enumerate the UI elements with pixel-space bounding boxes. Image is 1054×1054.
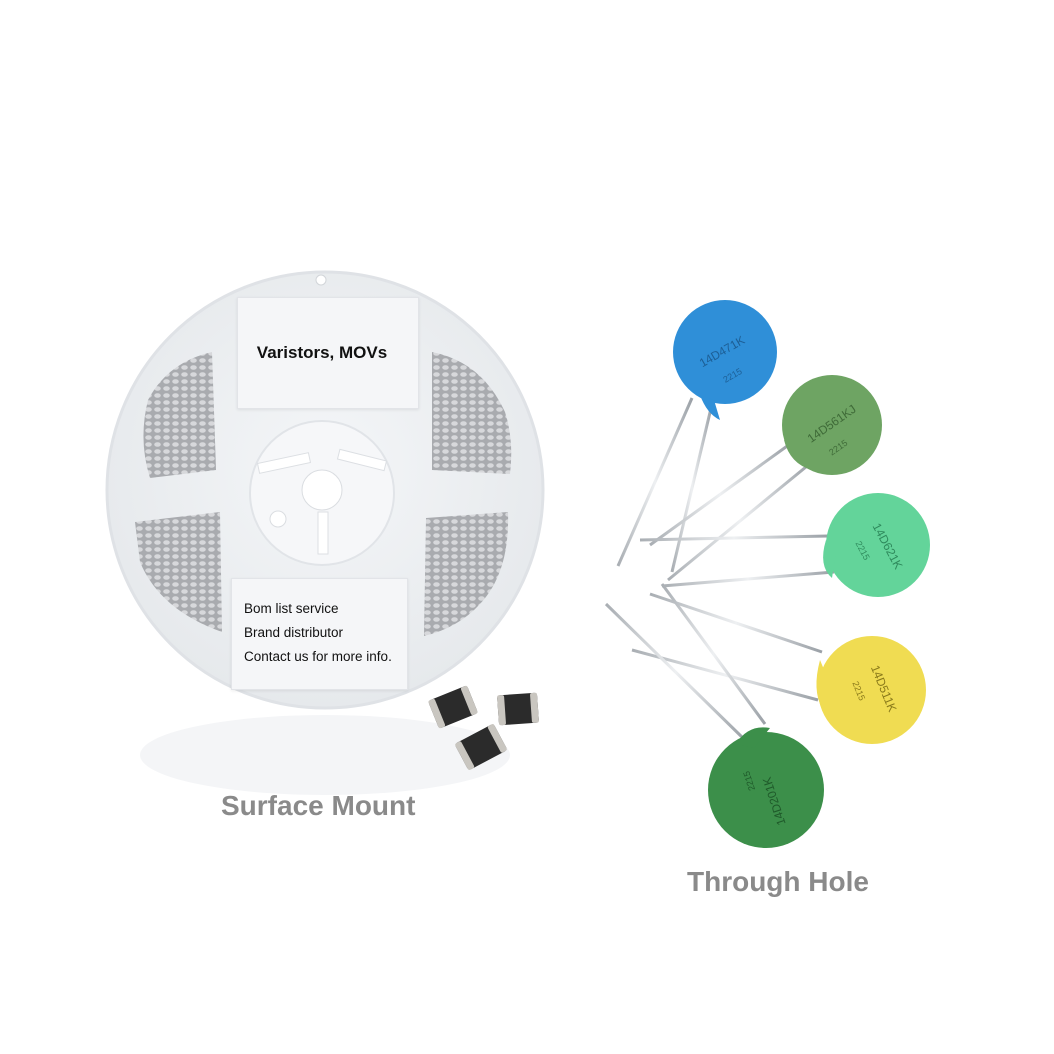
tape-reel: [105, 270, 545, 710]
reel-window-bottom-right: [424, 512, 509, 636]
through-hole-caption: Through Hole: [687, 866, 869, 897]
reel-title: Varistors, MOVs: [256, 343, 388, 362]
smd-chip: [428, 685, 478, 729]
reel-window-bottom-left: [135, 512, 222, 632]
varistor-dark-green: 14D201K 2215: [604, 583, 824, 848]
reel-info-line: Bom list service: [244, 601, 339, 616]
reel-window-top-right: [432, 352, 512, 474]
reel-info-line: Contact us for more info.: [244, 649, 392, 664]
varistor-yellow: 14D511K 2215: [631, 592, 926, 744]
varistor-green-olive: 14D561KJ 2215: [649, 375, 882, 582]
reel-spindle-hole: [301, 469, 343, 511]
varistor-mint: 14D621K 2215: [639, 493, 930, 597]
reel-label-card: Varistors, MOVs: [237, 297, 419, 409]
varistor-blue: 14D471K 2215: [616, 300, 777, 573]
reel-reflection: [140, 715, 510, 795]
smd-chip: [455, 724, 507, 770]
reel-info-card: Bom list service Brand distributor Conta…: [231, 578, 408, 690]
reel-info-line: Brand distributor: [244, 625, 344, 640]
surface-mount-caption: Surface Mount: [221, 790, 416, 821]
smd-chip: [497, 692, 539, 726]
reel-hang-hole: [315, 274, 327, 286]
reel-window-top-left: [143, 352, 216, 478]
